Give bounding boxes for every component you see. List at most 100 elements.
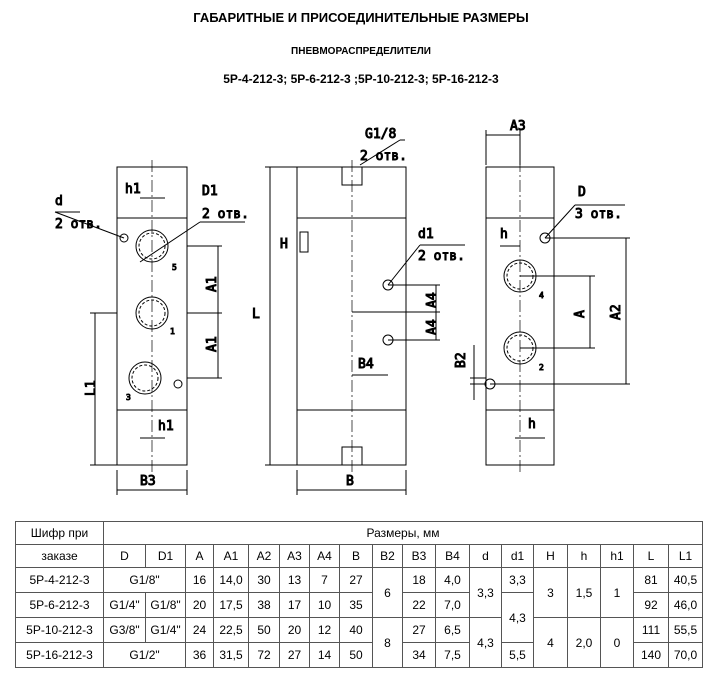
cell-B: 50 xyxy=(339,642,373,668)
cell-A2: 50 xyxy=(248,617,280,643)
label-h-bottom: h xyxy=(528,417,536,432)
cell-d1: 4,3 xyxy=(501,592,534,643)
header-order-code-a: Шифр при xyxy=(15,521,104,545)
cell-B3: 34 xyxy=(402,642,436,668)
cell-B: 35 xyxy=(339,592,373,618)
cell-L: 92 xyxy=(633,592,669,618)
label-h-top: h xyxy=(500,227,508,242)
label-d-note: 2 отв. xyxy=(55,217,102,232)
col-header: B3 xyxy=(402,544,436,568)
col-header: L xyxy=(633,544,669,568)
cell-h1: 1 xyxy=(600,567,634,618)
cell-L: 140 xyxy=(633,642,669,668)
cell-h1: 0 xyxy=(600,617,634,668)
left-view: d 2 отв. D1 2 отв. h1 h1 A1 A1 L1 B3 5 1… xyxy=(55,160,249,495)
cell-B2: 6 xyxy=(372,567,403,618)
header-group: Размеры, мм xyxy=(103,521,703,545)
label-h1-bottom: h1 xyxy=(158,419,174,434)
label-G1-8: G1/8 xyxy=(365,127,396,142)
cell-L1: 40,5 xyxy=(668,567,703,593)
page-title: ГАБАРИТНЫЕ И ПРИСОЕДИНИТЕЛЬНЫЕ РАЗМЕРЫ xyxy=(193,10,529,25)
label-A4-b: A4 xyxy=(425,319,440,335)
cell-model: 5Р-16-212-3 xyxy=(15,642,104,668)
cell-B: 40 xyxy=(339,617,373,643)
cell-L1: 70,0 xyxy=(668,642,703,668)
table-row: 5Р-6-212-3 G1/4" G1/8" 20 17,5 38 17 10 … xyxy=(15,592,703,643)
cell-model: 5Р-4-212-3 xyxy=(15,567,104,593)
label-A3: A3 xyxy=(510,119,526,134)
cell-A: 16 xyxy=(185,567,214,593)
cell-A: 20 xyxy=(185,592,214,618)
col-header: h1 xyxy=(600,544,634,568)
cell-A3: 13 xyxy=(279,567,310,593)
cell-A4: 12 xyxy=(309,617,340,643)
cell-H: 4 xyxy=(533,617,568,668)
label-A1-b: A1 xyxy=(205,336,220,352)
cell-D-D1: G1/2" xyxy=(103,642,186,668)
label-D1: D1 xyxy=(202,184,218,199)
col-header: B2 xyxy=(372,544,403,568)
label-B2: B2 xyxy=(454,352,469,368)
cell-A4: 7 xyxy=(309,567,340,593)
right-view: A3 D 3 отв. h h A A2 B2 4 2 xyxy=(454,119,630,472)
cell-B3: 22 xyxy=(402,592,436,618)
cell-A1: 17,5 xyxy=(213,592,249,618)
port-3: 3 xyxy=(126,393,131,402)
label-B: B xyxy=(346,474,354,489)
label-D-note: 3 отв. xyxy=(575,207,622,222)
label-H: H xyxy=(280,237,288,252)
cell-D-D1: G1/8" xyxy=(103,567,186,593)
cell-L: 81 xyxy=(633,567,669,593)
cell-d1: 5,5 xyxy=(501,642,534,668)
cell-B4: 4,0 xyxy=(435,567,470,593)
cell-A2: 38 xyxy=(248,592,280,618)
label-A: A xyxy=(573,310,588,318)
table-row: 5Р-10-212-3 G3/8" G1/4" 24 22,5 50 20 12… xyxy=(15,617,703,668)
cell-A2: 72 xyxy=(248,642,280,668)
label-B4: B4 xyxy=(358,357,374,372)
label-B3: B3 xyxy=(140,474,156,489)
col-header: A4 xyxy=(309,544,340,568)
cell-A: 24 xyxy=(185,617,214,643)
col-header: B4 xyxy=(435,544,470,568)
col-header: A3 xyxy=(279,544,310,568)
cell-H: 3 xyxy=(533,567,568,618)
port-2: 2 xyxy=(539,363,544,372)
label-A4-a: A4 xyxy=(425,292,440,308)
cell-d: 3,3 xyxy=(469,567,502,618)
label-d1-note: 2 отв. xyxy=(418,249,465,264)
label-A1-a: A1 xyxy=(205,276,220,292)
cell-A3: 27 xyxy=(279,642,310,668)
label-A2: A2 xyxy=(609,304,624,320)
cell-B: 27 xyxy=(339,567,373,593)
col-header: d1 xyxy=(501,544,534,568)
middle-view: G1/8 2 отв. H L d1 2 отв. A4 A4 B4 B xyxy=(252,127,465,495)
cell-D: G1/4" xyxy=(103,592,146,618)
cell-B3: 27 xyxy=(402,617,436,643)
cell-D1: G1/8" xyxy=(145,592,186,618)
model-list: 5Р-4-212-3; 5Р-6-212-3 ;5Р-10-212-3; 5Р-… xyxy=(223,72,499,86)
cell-h: 1,5 xyxy=(567,567,601,618)
cell-A1: 14,0 xyxy=(213,567,249,593)
port-4: 4 xyxy=(539,291,544,300)
cell-d: 4,3 xyxy=(469,617,502,668)
port-1: 1 xyxy=(170,327,175,336)
cell-A1: 22,5 xyxy=(213,617,249,643)
cell-A4: 14 xyxy=(309,642,340,668)
table-row: 5Р-16-212-3 G1/2" 36 31,5 72 27 14 50 34… xyxy=(15,642,703,668)
header-order-code-b: заказе xyxy=(15,544,104,568)
col-header: h xyxy=(567,544,601,568)
cell-B2: 8 xyxy=(372,617,403,668)
technical-drawing: d 2 отв. D1 2 отв. h1 h1 A1 A1 L1 B3 5 1… xyxy=(55,119,630,495)
col-header: D xyxy=(103,544,146,568)
page-subtitle: ПНЕВМОРАСПРЕДЕЛИТЕЛИ xyxy=(291,46,431,57)
cell-A3: 20 xyxy=(279,617,310,643)
dimensions-table: Шифр при Размеры, мм заказе D D1 A A1 A2… xyxy=(15,521,703,668)
col-header: D1 xyxy=(145,544,186,568)
cell-d1: 3,3 xyxy=(501,567,534,593)
col-header: d xyxy=(469,544,502,568)
label-d: d xyxy=(55,194,63,209)
col-header: A2 xyxy=(248,544,280,568)
cell-A1: 31,5 xyxy=(213,642,249,668)
